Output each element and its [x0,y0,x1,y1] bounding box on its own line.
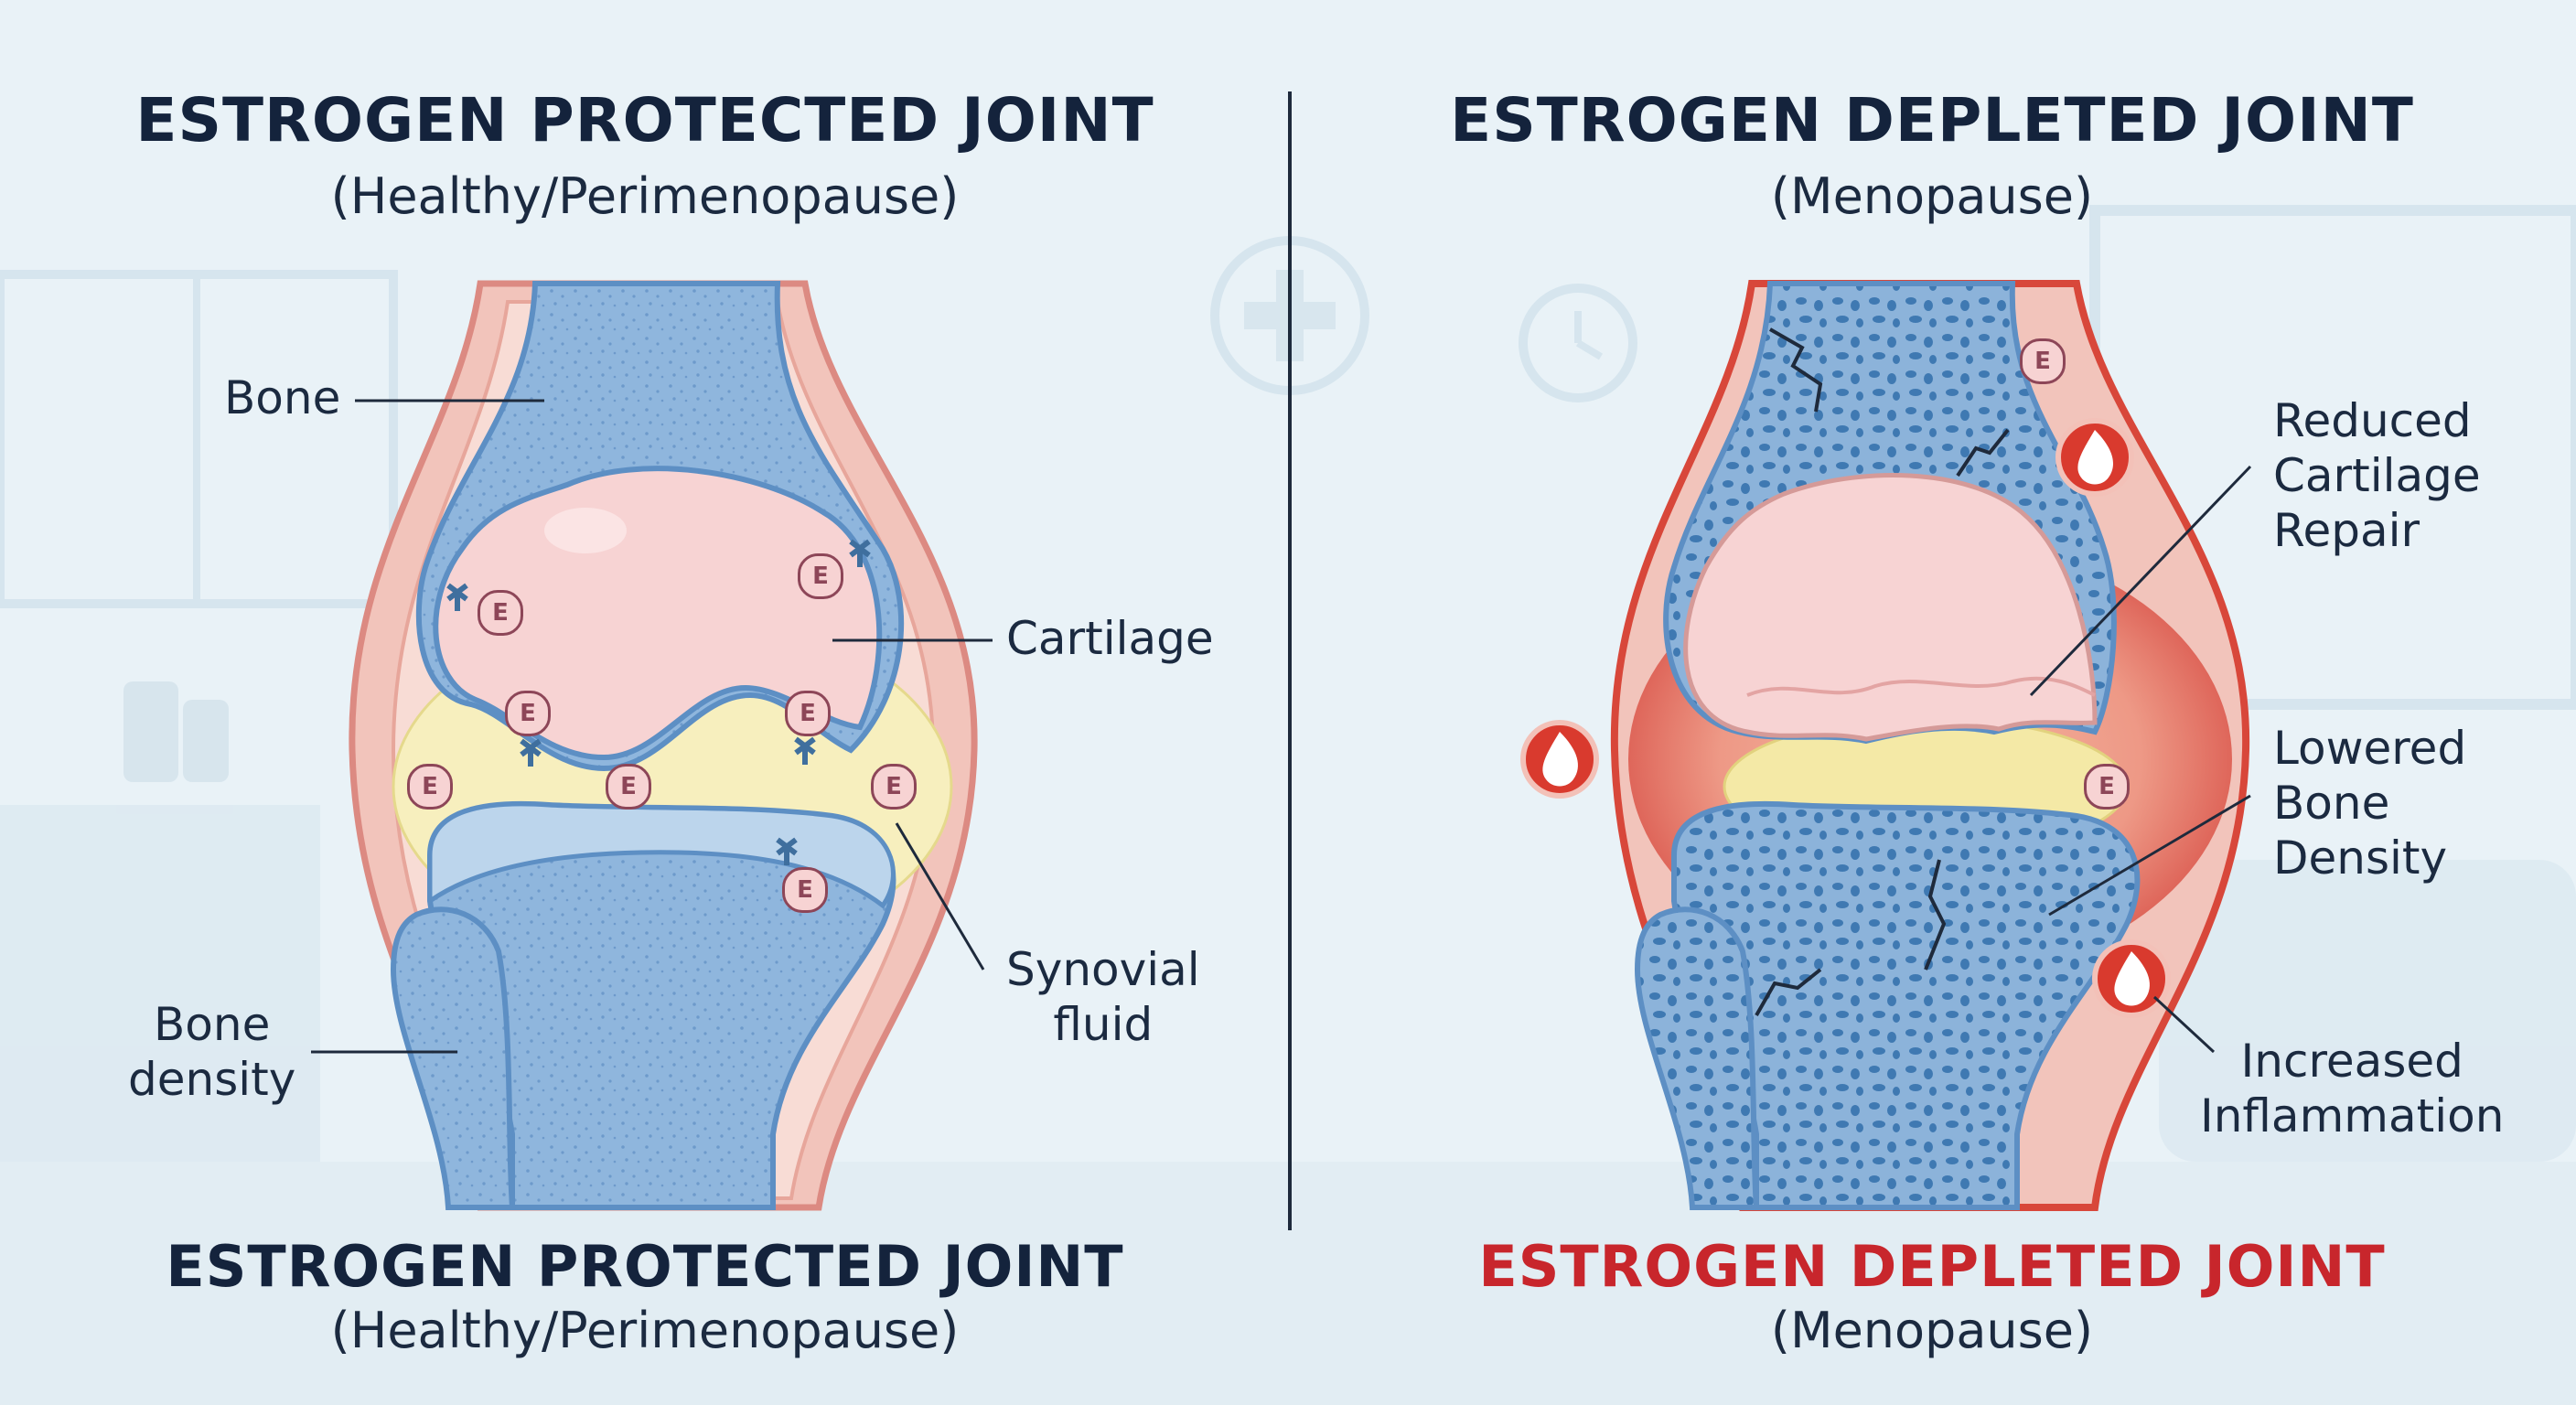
worn-cartilage [1683,473,2098,742]
right-panel-title: ESTROGEN DEPLETED JOINT [1450,85,2414,156]
background-cabinet [0,805,320,1171]
synovial-leader-line [895,822,985,971]
estrogen-marker: E [782,867,828,913]
right-footer-subtitle: (Menopause) [1770,1302,2094,1359]
estrogen-marker: E [505,691,551,736]
density-label-line: Density [2273,831,2448,885]
density-label-line: Bone [2273,777,2390,830]
estrogen-marker: E [478,590,523,636]
depleted-joint-diagram [1520,280,2250,1211]
left-footer-subtitle: (Healthy/Perimenopause) [330,1302,960,1359]
bone-density-label-line: density [128,1053,296,1106]
estrogen-receptor-icons [446,539,871,865]
repair-leader-line [2029,465,2252,697]
reduced-cartilage-repair-label: Reduced Cartilage Repair [2273,393,2481,558]
inflammation-leader-line [2152,995,2216,1054]
estrogen-marker: E [2020,338,2066,384]
inflammation-label-line: Inflammation [2200,1089,2505,1142]
background-chair [2159,860,2576,1162]
density-leader-line [2048,794,2251,917]
repair-label-line: Repair [2273,504,2420,557]
left-panel-subtitle: (Healthy/Perimenopause) [330,167,960,225]
density-label-line: Lowered [2273,722,2467,775]
clock-icon [1519,284,1637,402]
cartilage-label: Cartilage [1006,612,1214,665]
repair-label-line: Reduced [2273,394,2472,447]
estrogen-marker: E [785,691,831,736]
synovial-label-line: Synovial [1006,943,1200,996]
estrogen-marker: E [2084,764,2130,810]
inflammation-label-line: Increased [2240,1035,2463,1088]
right-label-leaders [2029,465,2252,1054]
increased-inflammation-label: Increased Inflammation [2200,1034,2504,1143]
fibula-bone-porous [1634,906,1760,1210]
estrogen-marker: E [407,764,453,810]
fibula-bone [390,906,516,1210]
lower-cartilage [427,801,896,909]
upper-cartilage [433,466,883,761]
synovial-label-line: fluid [1053,998,1154,1051]
estrogen-marker: E [798,553,843,599]
right-footer-title: ESTROGEN DEPLETED JOINT [1478,1233,2386,1300]
left-label-leaders [311,399,993,1054]
healthy-joint-diagram [349,280,978,1211]
left-footer-title: ESTROGEN PROTECTED JOINT [166,1233,1124,1300]
bone-density-label: Bone density [128,997,295,1107]
synovial-fluid-label: Synovial fluid [1006,942,1200,1052]
left-panel-title: ESTROGEN PROTECTED JOINT [135,85,1154,156]
lowered-bone-density-label: Lowered Bone Density [2273,721,2466,885]
bone-label: Bone [224,371,341,424]
estrogen-marker: E [871,764,917,810]
repair-label-line: Cartilage [2273,449,2481,502]
flame-icons [1520,418,2171,1018]
right-panel-subtitle: (Menopause) [1770,167,2094,225]
bone-cracks [1755,327,2010,1016]
estrogen-marker: E [606,764,651,810]
bone-density-label-line: Bone [153,998,271,1051]
